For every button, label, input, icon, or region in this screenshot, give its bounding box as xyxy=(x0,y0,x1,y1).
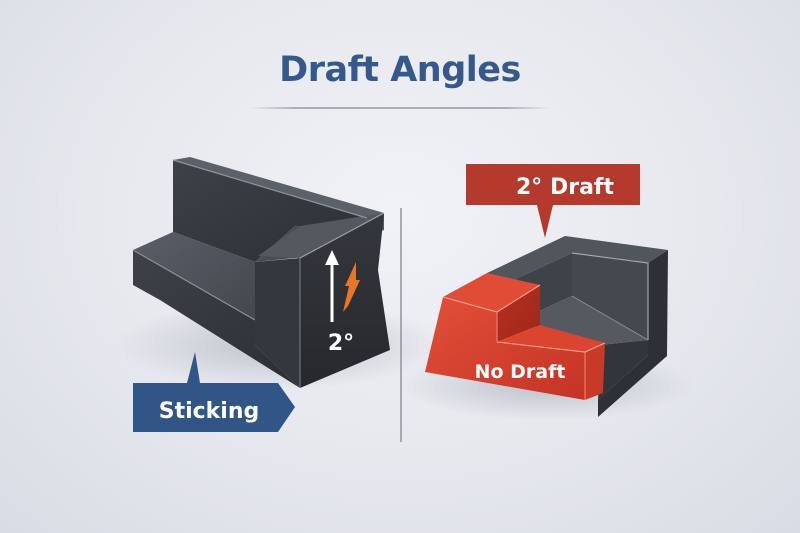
title-underline xyxy=(250,107,550,109)
sticking-callout: Sticking xyxy=(133,352,295,432)
angle-label: 2° xyxy=(328,331,354,356)
left-block-sticking: 2° xyxy=(115,157,445,390)
angle-indicator-arrow-icon xyxy=(343,262,360,312)
sticking-label: Sticking xyxy=(159,399,260,424)
page-title: Draft Angles xyxy=(279,50,521,90)
no-draft-label: No Draft xyxy=(475,361,566,383)
step-front xyxy=(133,250,300,388)
draft-callout-label: 2° Draft xyxy=(516,175,614,200)
right-block-draft: No Draft xyxy=(395,236,695,420)
no-draft-face xyxy=(425,297,585,400)
drafted-side-face xyxy=(300,213,390,388)
draft-callout: 2° Draft xyxy=(466,164,640,238)
draft-direction-arrow-icon xyxy=(325,250,339,322)
back-wall-face xyxy=(173,160,367,262)
step-top xyxy=(133,232,255,320)
no-draft-top xyxy=(443,273,540,312)
back-wall-top xyxy=(173,157,384,218)
